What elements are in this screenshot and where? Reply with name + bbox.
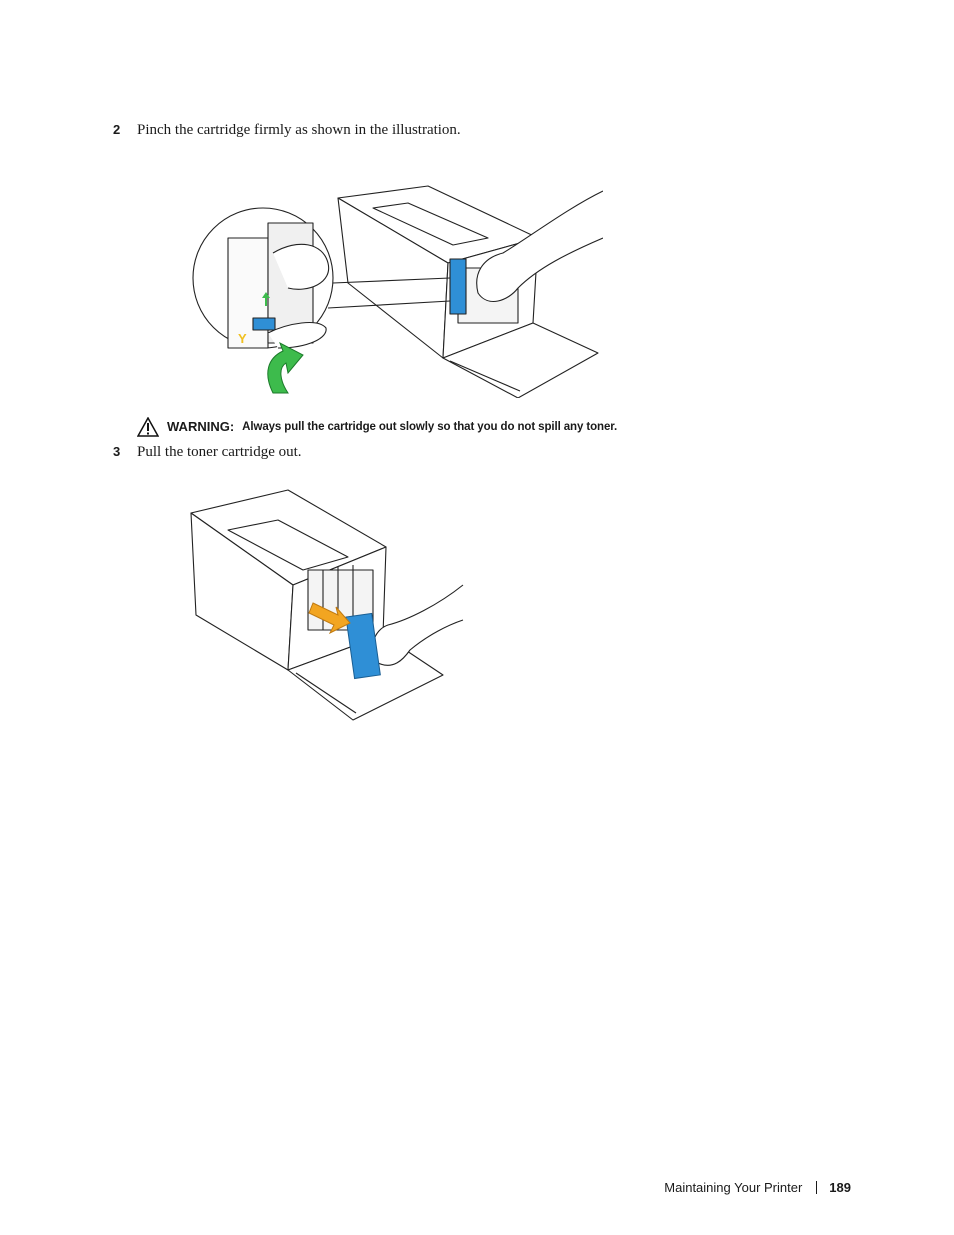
step-text: Pinch the cartridge firmly as shown in t… (137, 122, 461, 138)
cartridge-label-y: Y (238, 331, 247, 346)
footer-section: Maintaining Your Printer (664, 1180, 803, 1195)
page-number: 189 (829, 1180, 851, 1195)
step-number: 3 (113, 444, 121, 459)
step-text: Pull the toner cartridge out. (137, 444, 302, 460)
green-arrow-icon (267, 341, 304, 394)
footer-separator (816, 1181, 818, 1194)
illustration-pull-cartridge (190, 489, 464, 721)
up-arrow-icon (262, 292, 270, 306)
warning-text: Always pull the cartridge out slowly so … (242, 421, 618, 433)
orange-arrow-icon (308, 602, 351, 635)
warning-label: WARNING: (167, 419, 235, 434)
page-footer: Maintaining Your Printer 189 (664, 1180, 851, 1195)
step-2: 2 Pinch the cartridge firmly as shown in … (113, 121, 461, 139)
illustration-pinch-cartridge: Y (192, 185, 603, 398)
blue-cartridge (345, 612, 381, 680)
step-number: 2 (113, 122, 121, 137)
step-3: 3 Pull the toner cartridge out. (113, 443, 302, 461)
warning-note: WARNING: Always pull the cartridge out s… (137, 414, 617, 440)
warning-triangle-icon (137, 417, 159, 437)
